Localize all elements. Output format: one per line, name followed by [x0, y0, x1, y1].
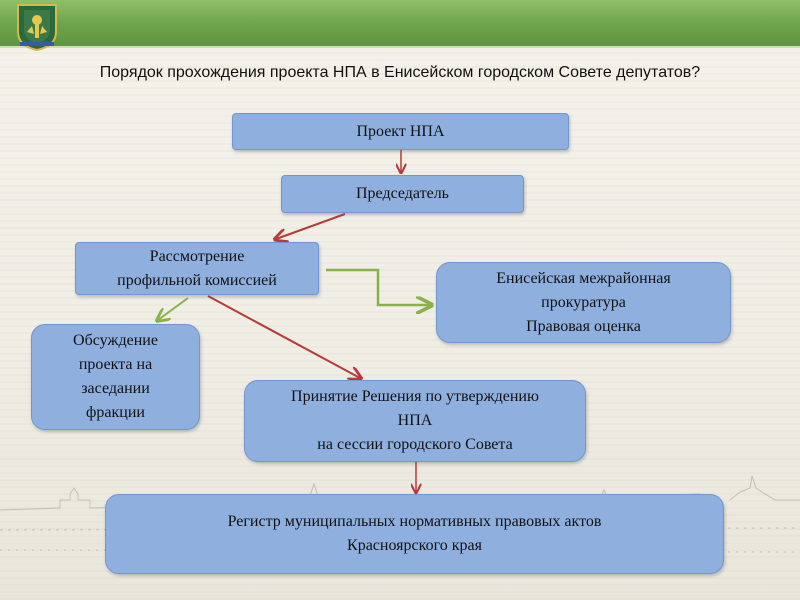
header-bar — [0, 0, 800, 48]
coat-of-arms-icon — [17, 4, 57, 52]
node-decision: Принятие Решения по утверждению НПА на с… — [244, 380, 586, 462]
node-prosecutor: Енисейская межрайонная прокуратура Право… — [436, 262, 731, 343]
node-faction: Обсуждение проекта на заседании фракции — [31, 324, 200, 430]
node-project: Проект НПА — [232, 113, 569, 150]
page-title: Порядок прохождения проекта НПА в Енисей… — [99, 64, 701, 81]
node-commission: Рассмотрение профильной комиссией — [75, 242, 319, 295]
node-chairman: Председатель — [281, 175, 524, 213]
node-registry: Регистр муниципальных нормативных правов… — [105, 494, 724, 574]
